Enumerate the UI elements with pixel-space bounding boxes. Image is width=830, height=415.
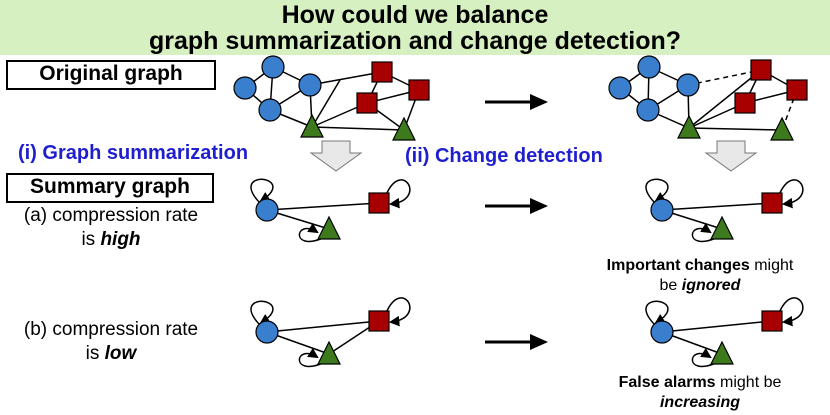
summary-graph-low-left (250, 297, 411, 368)
case-b-line2: is low (85, 343, 137, 364)
case-a-emphasis: high (100, 229, 141, 250)
right-arrow-icon (485, 334, 548, 350)
note-high: Important changes might be ignored (565, 256, 830, 296)
square-node (761, 310, 783, 332)
change-detection-label: (ii) Change detection (405, 145, 603, 167)
title-line-2: graph summarization and change detection… (148, 27, 682, 55)
note-low-line1: False alarms might be (618, 374, 782, 391)
square-node (786, 79, 808, 101)
circle-node (298, 73, 322, 97)
down-block-arrow-icon (309, 140, 363, 172)
square-node (734, 92, 756, 114)
note-low: False alarms might be increasing (565, 373, 830, 413)
circle-node (258, 98, 282, 122)
case-b-emphasis: low (104, 343, 137, 364)
changed-graph-nodes (608, 55, 808, 141)
note-high-line2: be ignored (659, 277, 741, 294)
circle-node (608, 76, 632, 100)
triangle-node (770, 116, 794, 141)
square-node (750, 59, 772, 81)
circle-node (255, 320, 279, 344)
right-arrow-icon (485, 198, 548, 214)
case-a-text: (a) compression rate is high (6, 204, 216, 252)
circle-node (636, 98, 660, 122)
square-node (408, 79, 430, 101)
circle-node (650, 198, 674, 222)
title-line-1: How could we balance (281, 1, 549, 29)
note-low-line2: increasing (659, 394, 741, 411)
square-node (371, 61, 393, 83)
square-node (356, 92, 378, 114)
square-node (761, 192, 783, 214)
triangle-node (710, 215, 734, 240)
case-b-line1: (b) compression rate (23, 319, 199, 340)
case-b-text: (b) compression rate is low (6, 318, 216, 366)
triangle-node (710, 340, 734, 365)
square-node (368, 310, 390, 332)
graph-summarization-label: (i) Graph summarization (18, 142, 249, 164)
note-high-line1: Important changes might (606, 257, 794, 274)
circle-node (255, 198, 279, 222)
circle-node (233, 76, 257, 100)
triangle-node (392, 116, 416, 141)
circle-node (261, 55, 285, 79)
summary-graph-label: Summary graph (6, 173, 214, 203)
circle-node (676, 73, 700, 97)
case-a-line1: (a) compression rate (23, 205, 199, 226)
square-node (368, 192, 390, 214)
circle-node (650, 320, 674, 344)
original-graph-label: Original graph (6, 60, 216, 90)
triangle-node (300, 113, 324, 138)
case-a-line2: is high (81, 229, 141, 250)
triangle-node (317, 215, 341, 240)
right-arrow-icon (485, 94, 548, 110)
circle-node (637, 55, 661, 79)
triangle-node (317, 340, 341, 365)
title-band: How could we balance graph summarization… (0, 0, 830, 55)
triangle-node (677, 114, 701, 139)
down-block-arrow-icon (704, 140, 758, 172)
original-graph-nodes (233, 55, 430, 141)
